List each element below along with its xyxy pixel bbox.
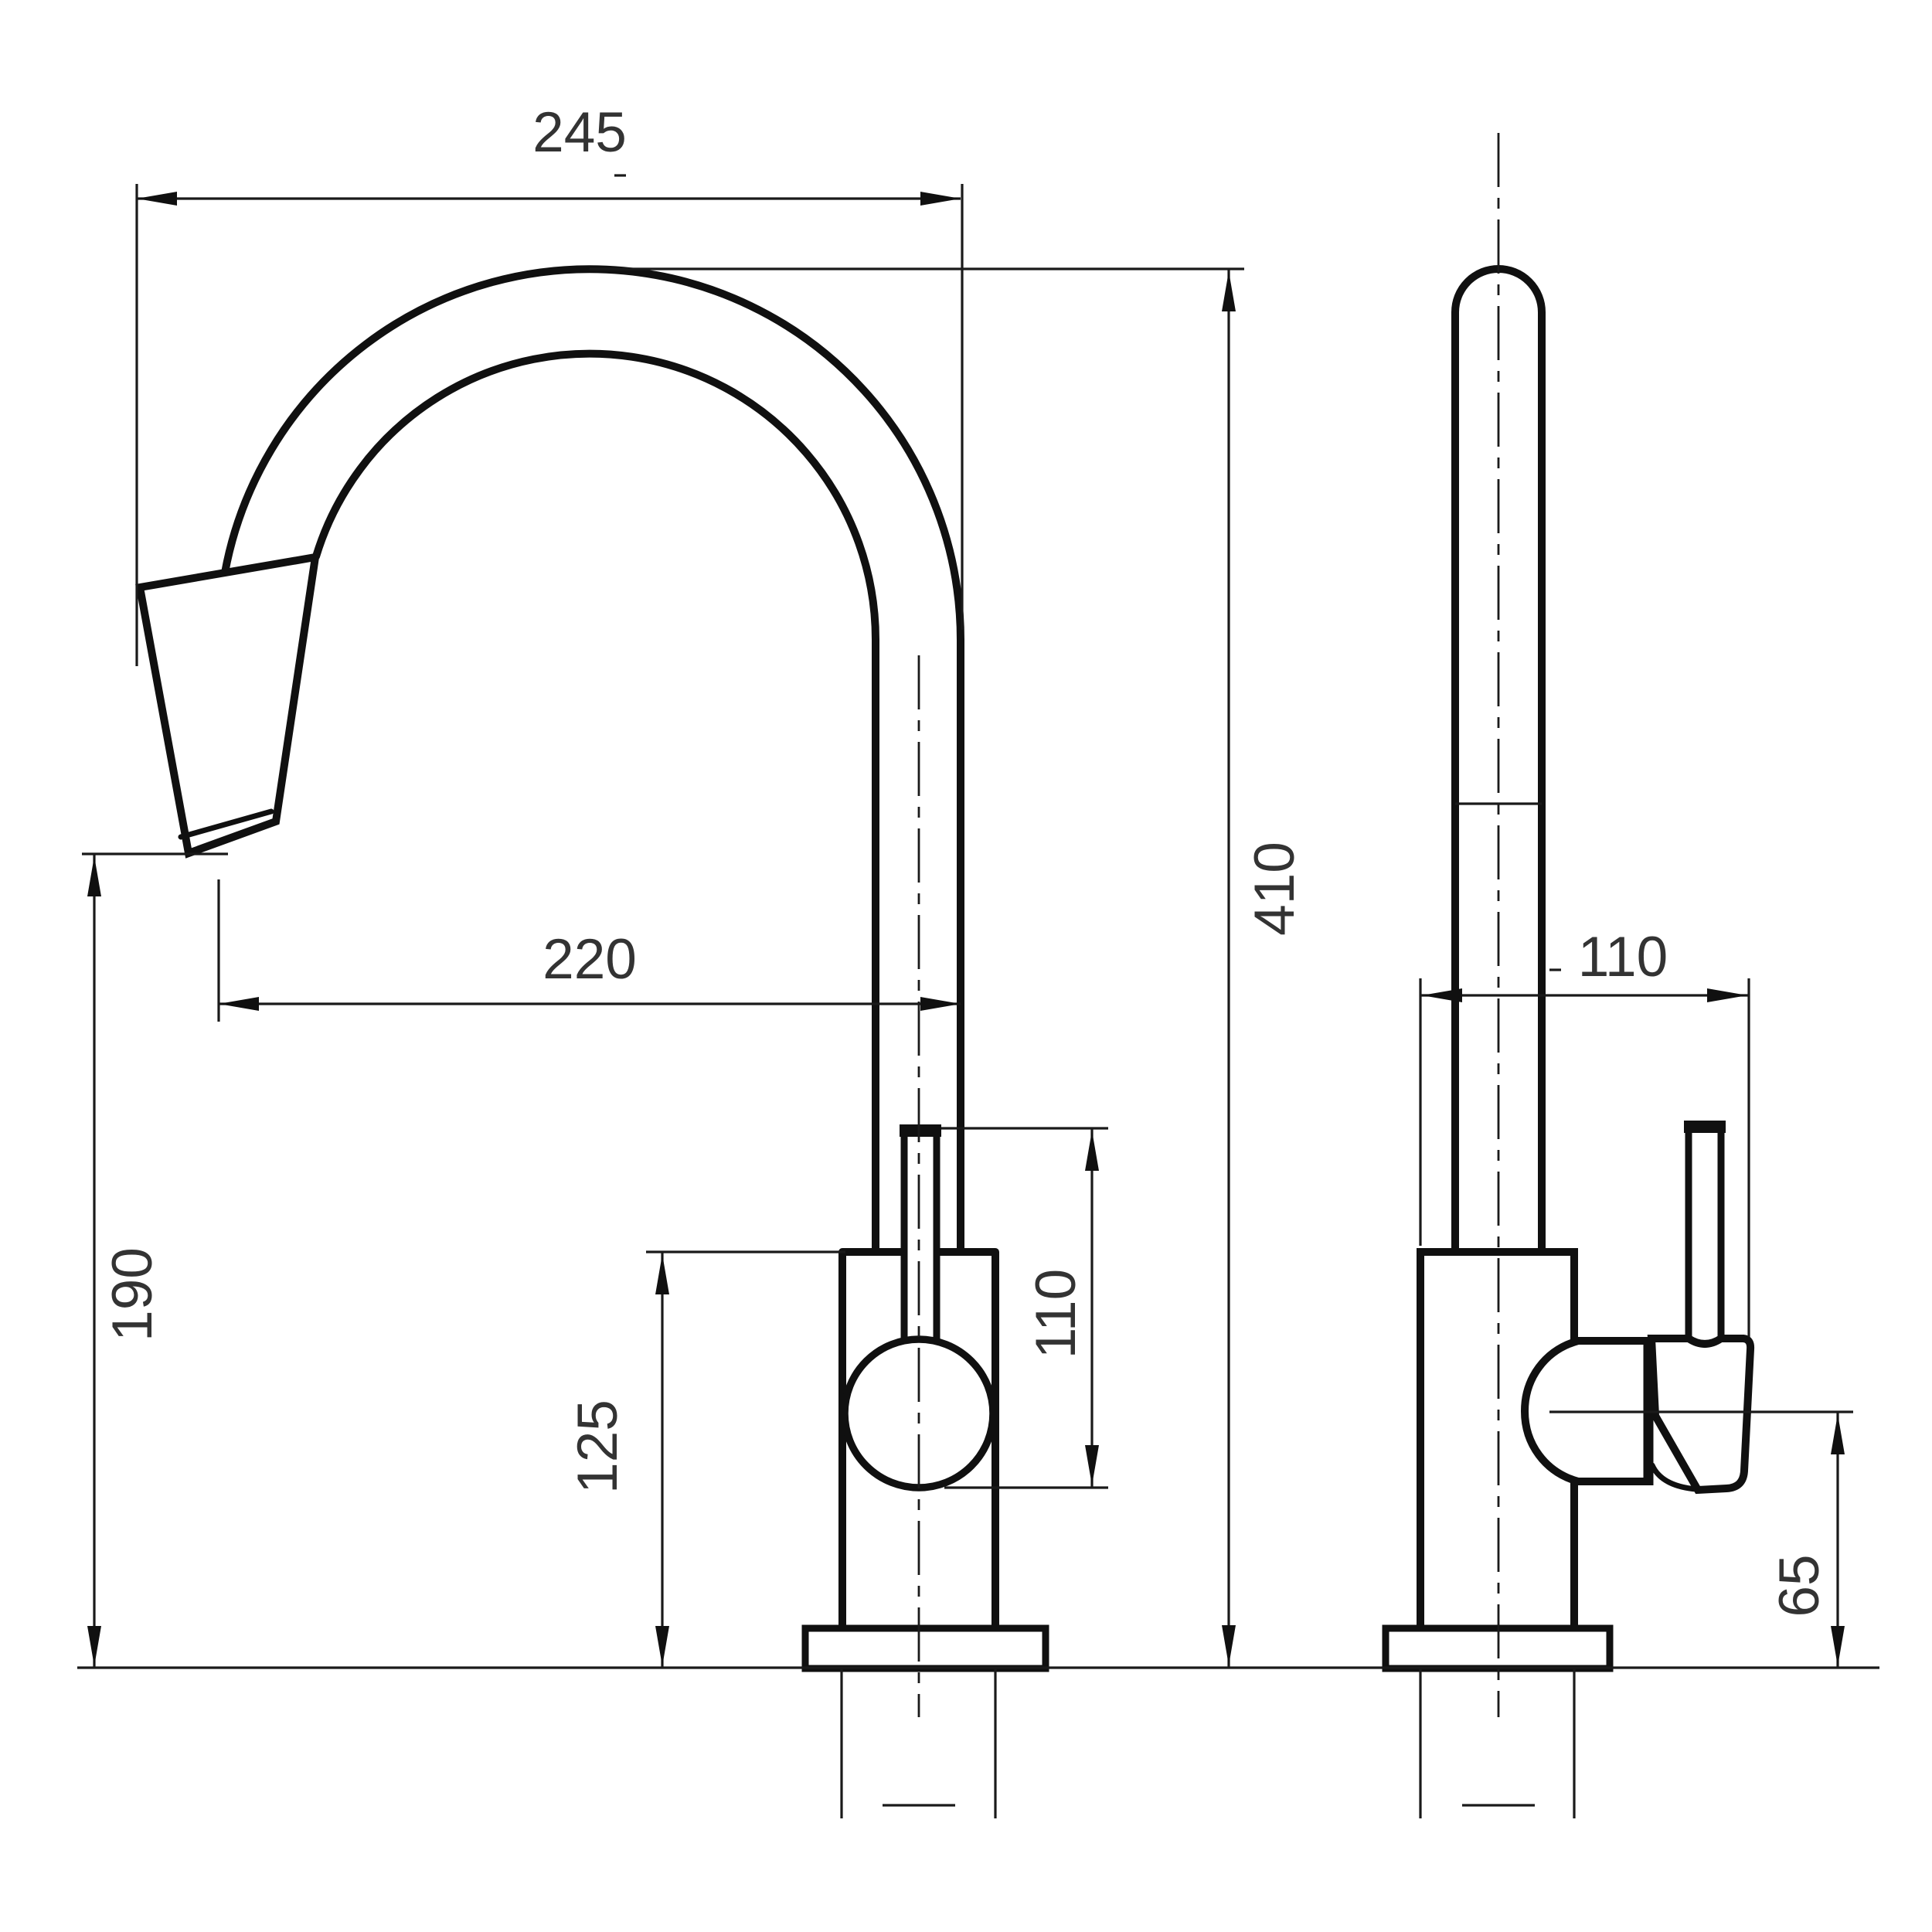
dim-65-arrow-top	[1831, 1414, 1845, 1454]
front-view	[135, 265, 1049, 1818]
dim-depth-side: 110	[1419, 926, 1750, 1337]
dim-245-arrow-left	[137, 192, 177, 206]
dim-110f-extension-lines	[941, 1127, 1108, 1489]
spout-outer-arc	[221, 265, 964, 644]
dim-110f-label: 110	[1025, 1269, 1087, 1359]
dim-190-arrow-top	[87, 856, 101, 896]
shank-lines-front	[840, 1669, 997, 1818]
dim-overall-reach: 245	[135, 101, 964, 666]
dim-220-arrow-left	[219, 997, 259, 1011]
dim-410-label: 410	[1243, 842, 1306, 936]
aerator-seam-line	[178, 808, 274, 840]
dim-125-arrow-bottom	[655, 1626, 669, 1666]
side-view	[1382, 133, 1853, 1818]
dim-220-label: 220	[543, 928, 637, 991]
dim-outlet-height: 190	[82, 852, 228, 1668]
dim-245-arrow-right	[920, 192, 961, 206]
shank-lines-side	[1419, 1669, 1576, 1818]
dim-cartridge-height: 65	[1768, 1412, 1845, 1668]
lever-shaft-side	[1685, 1121, 1725, 1349]
dim-410-arrow-top	[1222, 271, 1236, 311]
spout-inner-arc	[312, 349, 879, 644]
dim-65-label: 65	[1768, 1554, 1831, 1617]
dim-245-label: 245	[532, 101, 627, 164]
dim-190-arrow-bottom	[87, 1626, 101, 1666]
handle-collar	[1647, 1335, 1755, 1495]
spray-head	[135, 552, 320, 859]
body-outline-front	[838, 1248, 999, 1632]
base-flange-front	[801, 1624, 1049, 1672]
dim-body-height: 125	[566, 1250, 845, 1668]
dim-110s-arrow-right	[1707, 988, 1747, 1002]
dim-110s-arrow-left	[1422, 988, 1462, 1002]
dim-handle-zone-height: 110	[941, 1127, 1108, 1489]
dim-110f-arrow-bottom	[1085, 1445, 1099, 1485]
dim-65-arrow-bottom	[1831, 1626, 1845, 1666]
dim-110f-arrow-top	[1085, 1131, 1099, 1171]
dim-245-extension-lines	[135, 184, 964, 666]
dim-110s-label: 110	[1578, 926, 1668, 988]
dim-spout-reach: 220	[217, 879, 961, 1022]
dim-110s-extension-lines	[1419, 978, 1750, 1337]
dim-125-label: 125	[566, 1400, 629, 1494]
collar-bottom-arc	[1649, 1462, 1699, 1492]
dim-overall-height: 410	[590, 267, 1306, 1668]
dim-190-label: 190	[101, 1247, 164, 1342]
lever-shaft-front	[900, 1124, 940, 1350]
dim-125-arrow-top	[655, 1254, 669, 1294]
dimensions: 245 220 190 125	[82, 101, 1845, 1668]
dim-410-arrow-bottom	[1222, 1625, 1236, 1665]
dim-220-arrow-right	[920, 997, 961, 1011]
